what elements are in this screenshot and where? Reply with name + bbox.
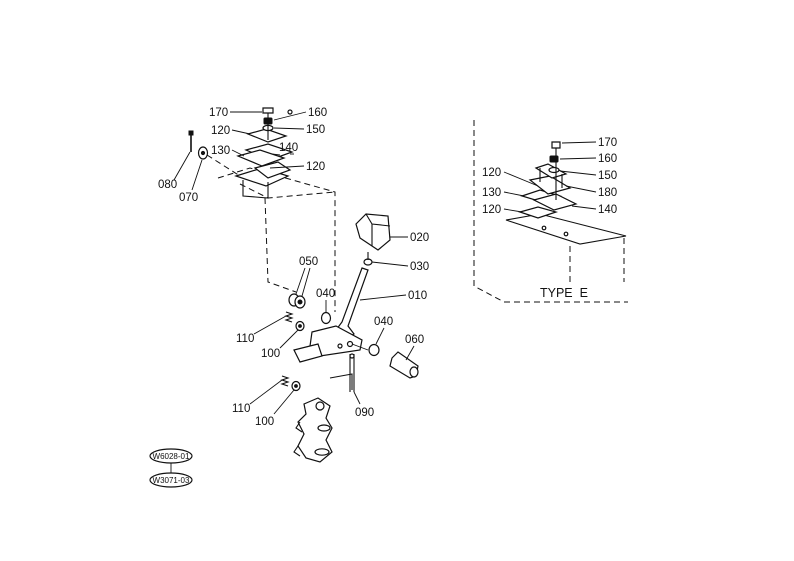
- callout-050: 050: [299, 256, 318, 268]
- callout-060: 060: [405, 334, 424, 346]
- inset-callout-170: 170: [598, 137, 617, 149]
- callout-030: 030: [410, 261, 429, 273]
- inset-panel: [505, 213, 627, 245]
- inset-callout-180: 180: [598, 187, 617, 199]
- callout-040-lower: 040: [374, 316, 393, 328]
- callout-120-upper: 120: [211, 125, 230, 137]
- console-panel-outline: [217, 167, 336, 312]
- main-callouts: 170 160 120 150 130 140 120 080 070 020 …: [158, 107, 429, 428]
- callout-130: 130: [211, 145, 230, 157]
- lever-base-foot: [293, 343, 323, 363]
- callout-080: 080: [158, 179, 177, 191]
- inset-plate-140: [532, 193, 578, 211]
- callout-010: 010: [408, 290, 427, 302]
- inset-washer-150: [548, 166, 560, 174]
- inset-plate-120-lower: [517, 206, 559, 219]
- callout-070: 070: [179, 192, 198, 204]
- valve-pin: [315, 401, 325, 411]
- plate-130: [236, 149, 286, 167]
- inset-callout-130: 130: [482, 187, 501, 199]
- plate-120-upper: [246, 128, 288, 143]
- callout-110-upper: 110: [236, 333, 254, 345]
- callout-120-lower: 120: [306, 161, 325, 173]
- inset-callout-120-lower: 120: [482, 204, 501, 216]
- inset-nut-160: [549, 155, 559, 163]
- callout-100-lower: 100: [255, 416, 274, 428]
- inset-title: TYPE E: [540, 286, 588, 300]
- spring-110a: [284, 311, 294, 323]
- spacer-040b: [368, 343, 380, 357]
- inset-callout-140: 140: [598, 204, 617, 216]
- reference-tag-1: W6028-01: [149, 448, 193, 464]
- reference-tags: W6028-01 W3071-03: [149, 448, 193, 488]
- knob-020: [355, 213, 391, 251]
- inset-callout-150: 150: [598, 170, 617, 182]
- inset-bolt-170: [551, 141, 561, 149]
- inset-callout-120-upper: 120: [482, 167, 501, 179]
- console-panel-left-edge: [264, 197, 297, 293]
- callout-160: 160: [308, 107, 327, 119]
- inset-callout-160: 160: [598, 153, 617, 165]
- inset-frame: [473, 120, 628, 303]
- main-assembly: [188, 107, 419, 463]
- reference-tag-2: W3071-03: [149, 472, 193, 488]
- spacer-040a: [320, 311, 332, 325]
- callout-170: 170: [209, 107, 228, 119]
- callout-100-upper: 100: [261, 348, 280, 360]
- spring-110b: [280, 375, 290, 387]
- callout-090: 090: [355, 407, 374, 419]
- callout-140: 140: [279, 142, 298, 154]
- callout-040-upper: 040: [316, 288, 335, 300]
- bracket-stand: [242, 180, 269, 199]
- console-panel-top: [239, 183, 336, 199]
- callout-150: 150: [306, 124, 325, 136]
- callout-110-lower: 110: [232, 403, 250, 415]
- bolt-170: [262, 107, 274, 114]
- type-e-inset: TYPE E 170 160 120 150 180 130 140 120: [473, 120, 628, 303]
- rod-090: [329, 354, 355, 392]
- reference-label-2: W3071-03: [153, 476, 190, 485]
- reference-label-1: W6028-01: [153, 452, 190, 461]
- callout-020: 020: [410, 232, 429, 244]
